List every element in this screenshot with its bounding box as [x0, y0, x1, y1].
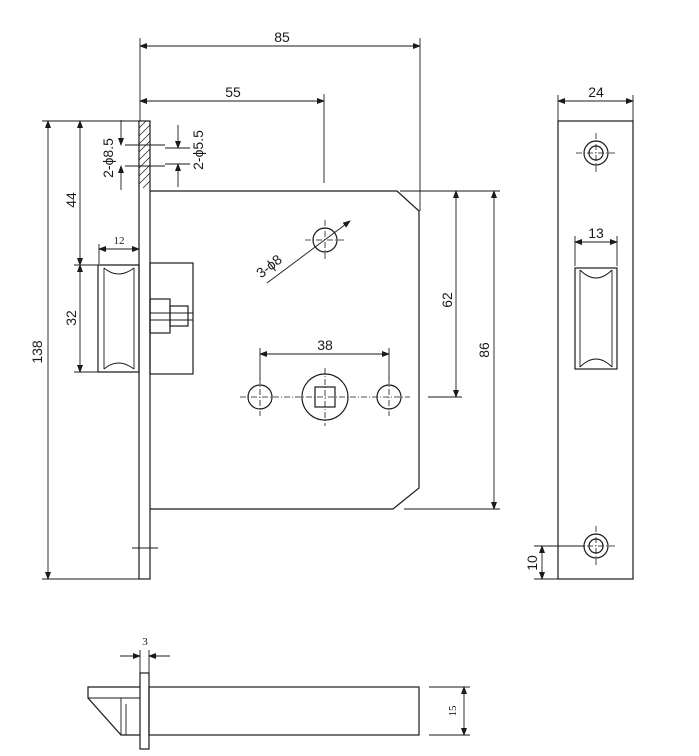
dim-3: 3	[120, 636, 170, 673]
dim-38-label: 38	[317, 337, 333, 353]
dim-12: 12	[98, 235, 140, 264]
dim-138: 138	[29, 120, 139, 580]
dim-12-label: 12	[114, 235, 125, 247]
dim-62: 62	[400, 190, 462, 398]
lock-body	[150, 190, 420, 510]
dim-3x8: 3-ϕ8	[253, 251, 285, 281]
dim-2x5.5: 2-ϕ5.5	[165, 125, 206, 187]
dim-38: 38	[259, 337, 390, 380]
front-view: 85 55 2-ϕ8.5 2-ϕ5.5 138	[29, 29, 500, 580]
dim-44: 44	[63, 120, 98, 266]
dim-24-label: 24	[588, 84, 604, 100]
side-view: 24 13 10	[524, 84, 634, 580]
dim-32-label: 32	[63, 310, 79, 326]
dim-62-label: 62	[439, 292, 455, 308]
dim-2x8.5-label: 2-ϕ8.5	[100, 138, 116, 178]
dim-15: 15	[429, 686, 470, 736]
dim-32: 32	[63, 264, 98, 373]
mounting-hole-top	[266, 220, 351, 284]
dim-2x8.5: 2-ϕ8.5	[100, 120, 124, 190]
dim-10: 10	[524, 545, 584, 580]
mounting-hole-right	[376, 378, 402, 416]
dim-13-label: 13	[588, 225, 604, 241]
dim-24: 24	[557, 84, 634, 121]
dim-13: 13	[574, 225, 618, 266]
dim-3x8-label: 3-ϕ8	[253, 251, 285, 281]
dim-85: 85	[139, 29, 421, 211]
dim-86-label: 86	[476, 342, 492, 358]
faceplate	[125, 120, 165, 580]
dim-138-label: 138	[29, 340, 45, 364]
dim-86: 86	[404, 190, 500, 510]
dim-10-label: 10	[524, 555, 540, 571]
dim-44-label: 44	[63, 192, 79, 208]
bottom-view: 3 15	[87, 636, 470, 750]
dim-15-label: 15	[447, 705, 459, 717]
side-hole-top	[576, 133, 616, 173]
spindle-hole	[240, 368, 410, 426]
latch-bolt	[97, 262, 194, 375]
dim-2x5.5-label: 2-ϕ5.5	[190, 130, 206, 170]
dim-55: 55	[139, 84, 325, 183]
mounting-hole-left	[247, 378, 273, 416]
side-latch-slot	[574, 267, 618, 370]
dim-3-label: 3	[142, 636, 148, 648]
dim-55-label: 55	[225, 84, 241, 100]
dim-85-label: 85	[274, 29, 290, 45]
